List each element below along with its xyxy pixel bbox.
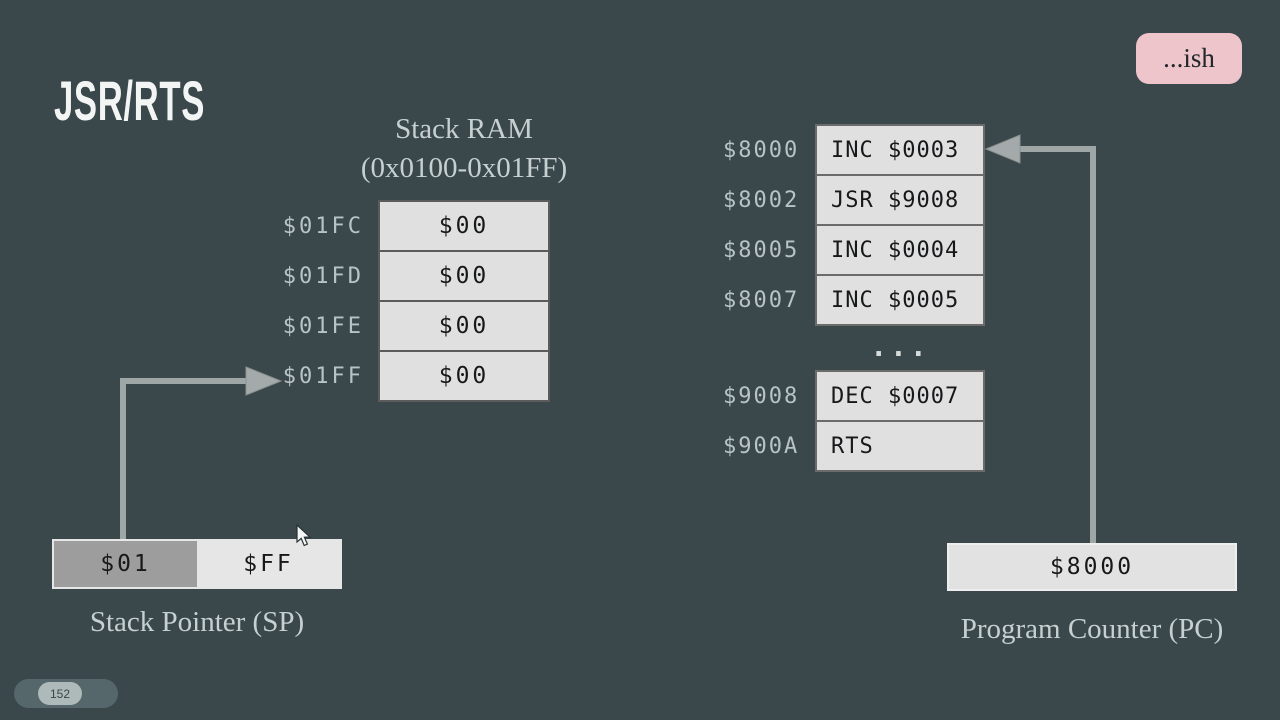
instruction-cell: JSR $9008 xyxy=(815,174,985,226)
stack-pointer-register: $01 $FF xyxy=(52,539,342,589)
program-row: $8002 JSR $9008 xyxy=(723,174,985,226)
program-address: $900A xyxy=(723,433,800,459)
program-row: $8007 INC $0005 xyxy=(723,274,985,326)
program-counter-register: $8000 xyxy=(947,543,1237,591)
instruction-cell: INC $0005 xyxy=(815,274,985,326)
stack-value-cell: $00 xyxy=(378,350,550,402)
program-address: $8002 xyxy=(723,187,800,213)
instruction-cell: INC $0003 xyxy=(815,124,985,176)
stack-value-cell: $00 xyxy=(378,300,550,352)
program-listing-bottom: $9008 DEC $0007 $900A RTS xyxy=(723,370,985,472)
stack-ram-row: $01FD $00 xyxy=(276,250,550,302)
stack-ram-heading-line1: Stack RAM xyxy=(395,113,533,145)
stack-ram-row: $01FF $00 xyxy=(276,350,550,402)
page-indicator-pill: 152 xyxy=(14,679,118,708)
stack-address: $01FF xyxy=(282,363,364,389)
instruction-cell: INC $0004 xyxy=(815,224,985,276)
stack-ram-row: $01FE $00 xyxy=(276,300,550,352)
stack-ram-table: $01FC $00 $01FD $00 $01FE $00 $01FF $00 xyxy=(276,200,550,402)
instruction-cell: RTS xyxy=(815,420,985,472)
stack-address: $01FD xyxy=(282,263,364,289)
program-counter-label: Program Counter (PC) xyxy=(960,613,1224,645)
stack-ram-row: $01FC $00 xyxy=(276,200,550,252)
ish-badge: ...ish xyxy=(1136,33,1242,84)
program-row: $8000 INC $0003 xyxy=(723,124,985,176)
program-listing-top: $8000 INC $0003 $8002 JSR $9008 $8005 IN… xyxy=(723,124,985,326)
sp-high-byte: $01 xyxy=(54,541,197,587)
stack-ram-heading: Stack RAM (0x0100-0x01FF) xyxy=(299,110,629,188)
program-row: $900A RTS xyxy=(723,420,985,472)
program-ellipsis: ... xyxy=(870,330,930,363)
stack-address: $01FE xyxy=(282,313,364,339)
sp-arrow xyxy=(120,366,283,539)
stack-ram-heading-line2: (0x0100-0x01FF) xyxy=(360,152,568,184)
mouse-cursor xyxy=(296,524,312,547)
sp-low-byte: $FF xyxy=(197,541,340,587)
page-indicator-value: 152 xyxy=(38,682,82,705)
stack-value-cell: $00 xyxy=(378,250,550,302)
program-address: $8007 xyxy=(723,287,800,313)
program-row: $9008 DEC $0007 xyxy=(723,370,985,422)
page-title: JSR/RTS xyxy=(54,69,205,132)
stack-pointer-label: Stack Pointer (SP) xyxy=(89,606,305,638)
program-address: $8000 xyxy=(723,137,800,163)
program-address: $9008 xyxy=(723,383,800,409)
instruction-cell: DEC $0007 xyxy=(815,370,985,422)
stack-address: $01FC xyxy=(282,213,364,239)
program-row: $8005 INC $0004 xyxy=(723,224,985,276)
program-address: $8005 xyxy=(723,237,800,263)
stack-value-cell: $00 xyxy=(378,200,550,252)
pc-arrow xyxy=(984,134,1096,543)
